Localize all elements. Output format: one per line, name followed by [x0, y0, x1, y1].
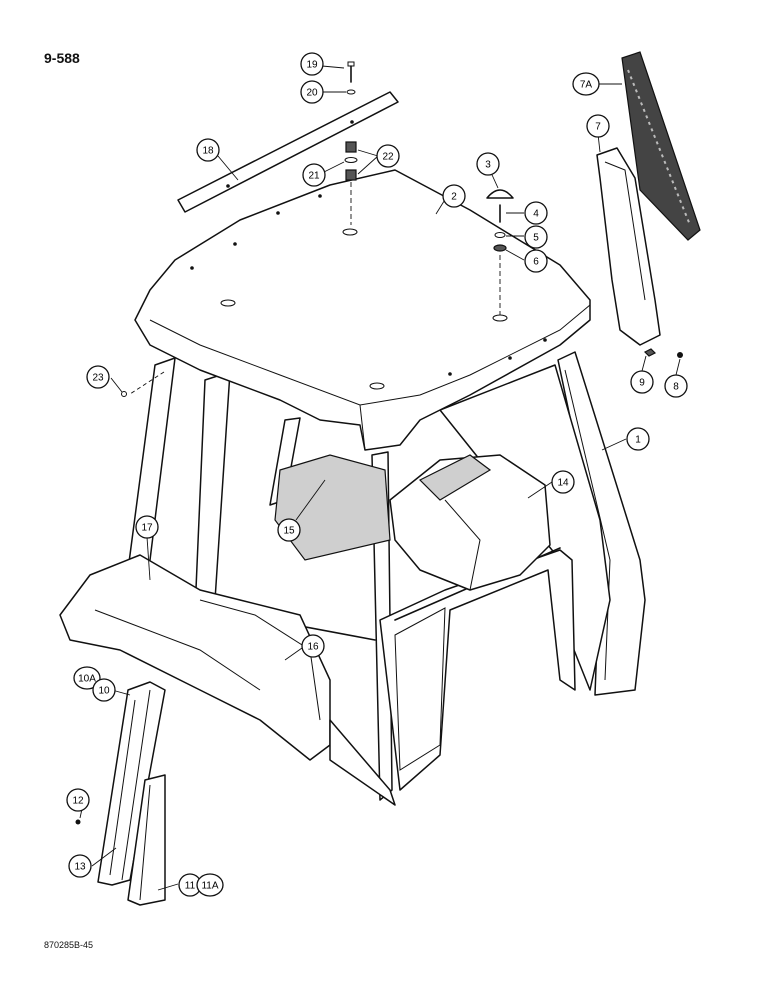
svg-text:7A: 7A — [580, 80, 593, 91]
callout-1: 1 — [626, 427, 650, 451]
svg-text:10A: 10A — [78, 674, 96, 685]
page-number: 9-588 — [44, 50, 80, 66]
svg-text:1: 1 — [635, 435, 641, 446]
callout-2: 2 — [442, 184, 466, 208]
left-post-trim-upper — [97, 681, 166, 886]
callout-16: 16 — [301, 634, 325, 658]
callout-7a: 7A — [572, 72, 600, 96]
callout-7: 7 — [586, 114, 610, 138]
right-post-insulation-pad — [621, 51, 701, 241]
callout-3: 3 — [476, 152, 500, 176]
svg-text:10: 10 — [98, 686, 110, 697]
callout-4: 4 — [524, 201, 548, 225]
callout-11a: 11A — [196, 873, 224, 897]
roof-knob-assembly — [486, 189, 514, 315]
svg-text:18: 18 — [202, 146, 214, 157]
right-console-cover — [389, 454, 551, 591]
left-post-trim-lower — [127, 774, 166, 906]
svg-text:15: 15 — [283, 526, 295, 537]
callout-8: 8 — [664, 374, 688, 398]
svg-text:7: 7 — [595, 122, 601, 133]
svg-text:16: 16 — [307, 642, 319, 653]
callout-12: 12 — [66, 788, 90, 812]
right-post-trim — [596, 147, 661, 346]
callout-17: 17 — [135, 515, 159, 539]
roof-spacers — [344, 141, 358, 225]
callout-10a: 10A — [73, 666, 101, 690]
callout-13: 13 — [68, 854, 92, 878]
callout-15: 15 — [277, 518, 301, 542]
svg-text:5: 5 — [533, 233, 539, 244]
svg-text:19: 19 — [306, 60, 318, 71]
callout-21: 21 — [302, 163, 326, 187]
front-console-hood — [59, 554, 396, 806]
svg-text:17: 17 — [141, 523, 153, 534]
strip-bolt — [346, 61, 356, 95]
svg-text:12: 12 — [72, 796, 84, 807]
svg-text:11A: 11A — [201, 881, 218, 892]
trim-screw — [677, 352, 683, 358]
svg-text:4: 4 — [533, 209, 539, 220]
svg-text:3: 3 — [485, 160, 491, 171]
svg-text:13: 13 — [74, 862, 86, 873]
callout-14: 14 — [551, 470, 575, 494]
svg-text:23: 23 — [92, 373, 104, 384]
svg-text:9: 9 — [639, 378, 645, 389]
svg-text:22: 22 — [382, 152, 394, 163]
svg-text:8: 8 — [673, 382, 679, 393]
callout-6: 6 — [524, 249, 548, 273]
callout-19: 19 — [300, 52, 324, 76]
drawing-reference-code: 870285B-45 — [44, 940, 94, 950]
callout-5: 5 — [524, 225, 548, 249]
callout-18: 18 — [196, 138, 220, 162]
svg-text:21: 21 — [308, 171, 320, 182]
trim-screw-left — [75, 819, 81, 825]
callout-22: 22 — [376, 144, 400, 168]
roof-trim-strip — [177, 91, 399, 213]
callout-9: 9 — [630, 370, 654, 394]
svg-text:20: 20 — [306, 88, 318, 99]
callout-20: 20 — [300, 80, 324, 104]
callout-10: 10 — [92, 678, 116, 702]
svg-text:14: 14 — [557, 478, 569, 489]
svg-text:6: 6 — [533, 257, 539, 268]
svg-text:2: 2 — [451, 192, 457, 203]
svg-text:11: 11 — [185, 881, 196, 892]
roof-plug — [121, 391, 127, 397]
callout-23: 23 — [86, 365, 110, 389]
trim-clip — [643, 348, 657, 357]
